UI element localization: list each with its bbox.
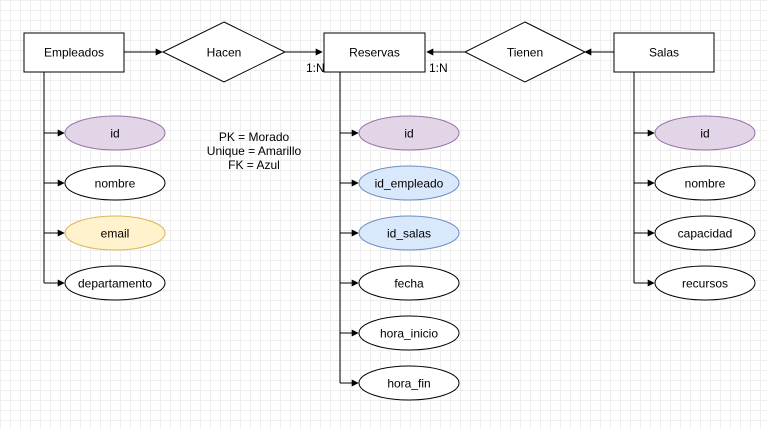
color-legend: PK = Morado Unique = Amarillo FK = Azul [199, 130, 309, 172]
attribute-reservas-hora-fin[interactable]: hora_fin [358, 365, 460, 401]
attribute-reservas-hora-inicio[interactable]: hora_inicio [358, 315, 460, 351]
attribute-empleados-email[interactable]: email [64, 215, 166, 251]
entity-reservas-label: Reservas [349, 46, 400, 60]
entity-empleados[interactable]: Empleados [23, 32, 125, 73]
cardinality-tienen: 1:N [429, 61, 448, 75]
legend-unique: Unique = Amarillo [206, 144, 302, 158]
relationship-tienen-label: Tienen [507, 46, 543, 60]
relationship-hacen-label: Hacen [207, 46, 242, 60]
attribute-empleados-departamento[interactable]: departamento [64, 265, 166, 301]
attribute-salas-recursos[interactable]: recursos [654, 265, 756, 301]
attribute-salas-nombre[interactable]: nombre [654, 165, 756, 201]
attribute-links [44, 129, 655, 387]
entity-salas-label: Salas [649, 46, 679, 60]
relationship-tienen[interactable]: Tienen [463, 21, 587, 83]
attribute-salas-id[interactable]: id [654, 115, 756, 151]
attribute-salas-recursos-label: recursos [682, 277, 728, 291]
attribute-salas-nombre-label: nombre [685, 177, 726, 191]
legend-pk: PK = Morado [218, 130, 290, 144]
relationship-hacen[interactable]: Hacen [161, 21, 287, 83]
legend-fk: FK = Azul [228, 158, 280, 172]
attribute-reservas-id-salas[interactable]: id_salas [358, 215, 460, 251]
attribute-reservas-id-empleado[interactable]: id_empleado [358, 165, 460, 201]
attribute-empleados-nombre-label: nombre [95, 177, 136, 191]
entity-reservas[interactable]: Reservas [323, 32, 426, 73]
cardinality-hacen: 1:N [306, 61, 325, 75]
attribute-empleados-id-label: id [110, 127, 119, 141]
attribute-reservas-id-empleado-label: id_empleado [375, 177, 444, 191]
attribute-empleados-nombre[interactable]: nombre [64, 165, 166, 201]
attribute-reservas-fecha[interactable]: fecha [358, 265, 460, 301]
attribute-nodes: idnombreemaildepartamentoidid_empleadoid… [64, 115, 756, 401]
attribute-reservas-hora-fin-label: hora_fin [387, 377, 430, 391]
attribute-reservas-id-label: id [404, 127, 413, 141]
attribute-empleados-id[interactable]: id [64, 115, 166, 151]
attribute-salas-id-label: id [700, 127, 709, 141]
attribute-salas-capacidad[interactable]: capacidad [654, 215, 756, 251]
attribute-empleados-departamento-label: departamento [78, 277, 152, 291]
attribute-salas-capacidad-label: capacidad [678, 227, 733, 241]
attribute-empleados-email-label: email [101, 227, 130, 241]
attribute-reservas-id-salas-label: id_salas [387, 227, 431, 241]
entity-salas[interactable]: Salas [613, 32, 715, 73]
attribute-reservas-id[interactable]: id [358, 115, 460, 151]
attribute-reservas-hora-inicio-label: hora_inicio [380, 327, 438, 341]
attribute-reservas-fecha-label: fecha [394, 277, 424, 291]
entity-empleados-label: Empleados [44, 46, 104, 60]
